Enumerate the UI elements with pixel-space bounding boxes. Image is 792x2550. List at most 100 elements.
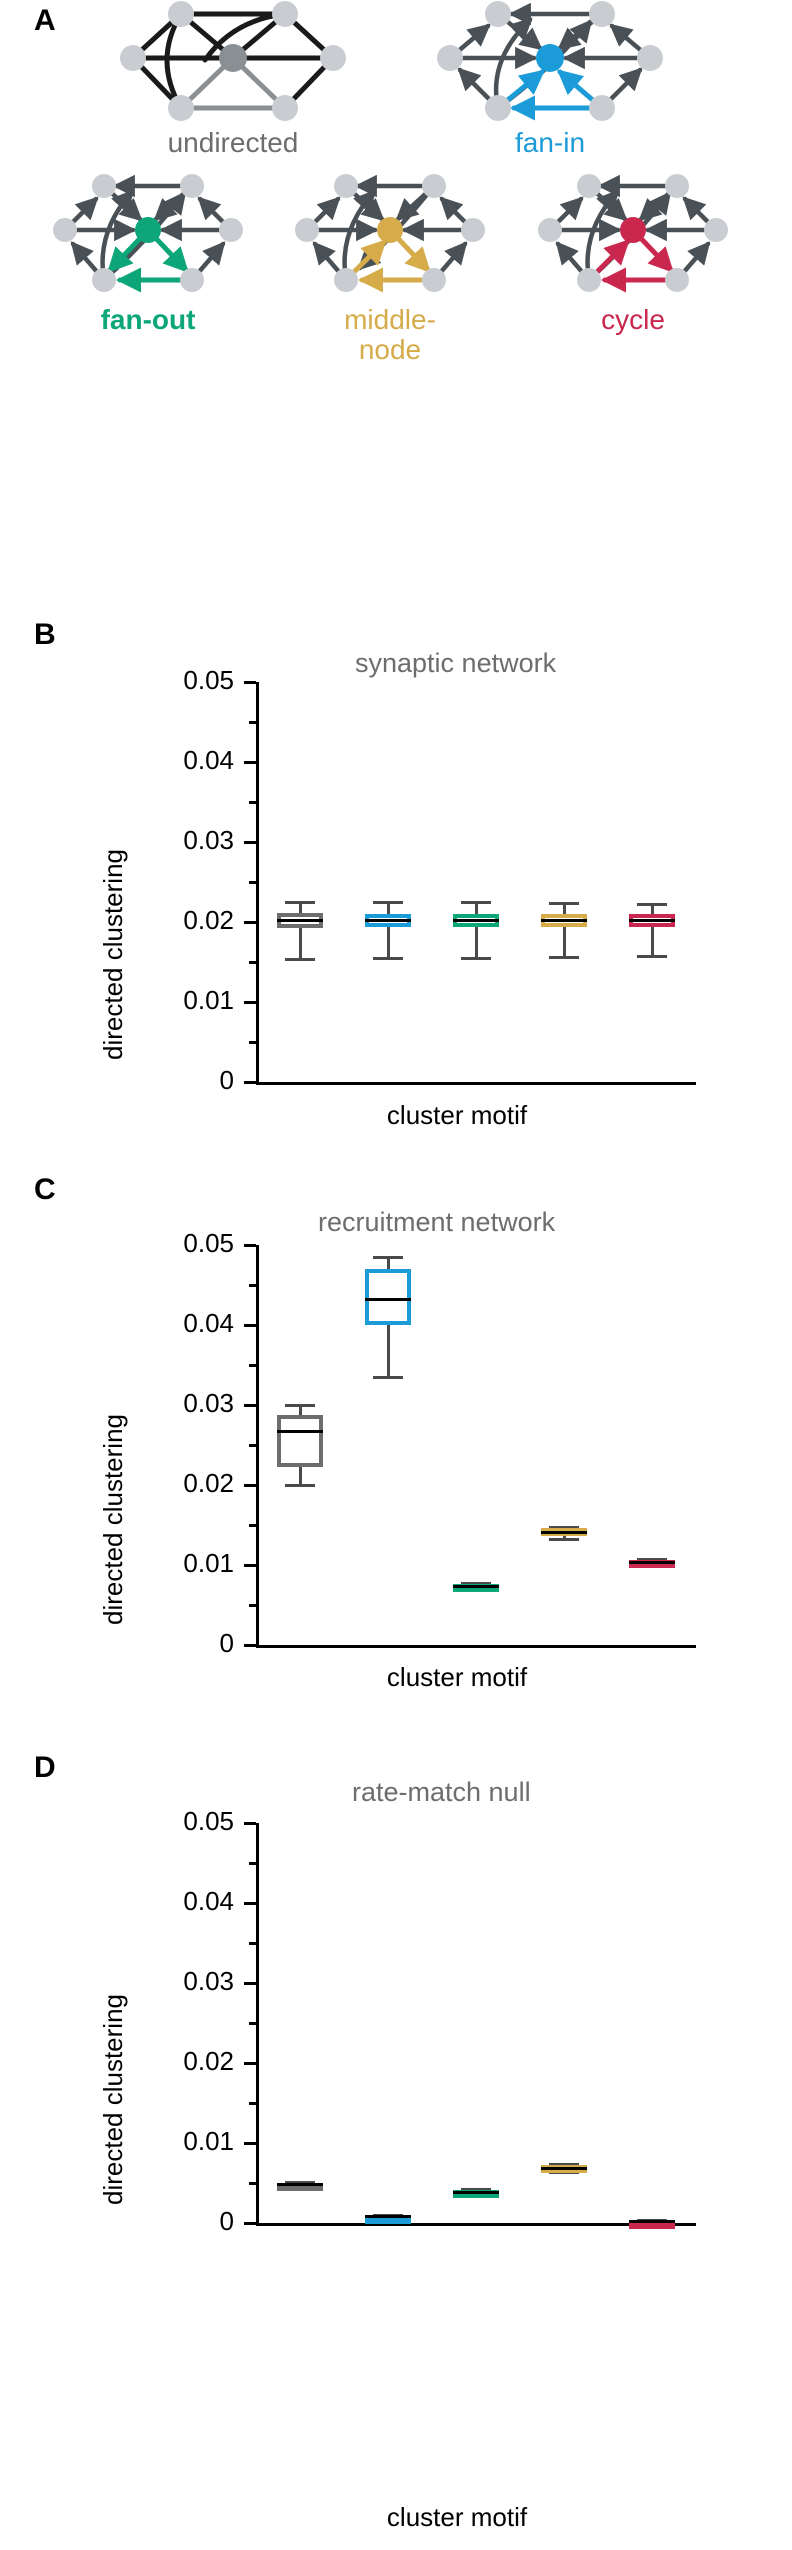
y-tick-major xyxy=(244,1081,256,1084)
whisker-upper xyxy=(298,902,302,914)
y-axis-line xyxy=(256,682,259,1082)
median-line xyxy=(365,2215,411,2219)
whisker-cap-lower xyxy=(285,958,315,962)
motif-label-middlenode: middle- node xyxy=(280,304,500,366)
median-line xyxy=(365,1297,411,1301)
y-tick-major xyxy=(244,1564,256,1567)
whisker-cap-upper xyxy=(285,1404,315,1408)
motif-graph-undirected xyxy=(113,0,353,125)
boxplot-fan-in xyxy=(256,1823,696,2224)
median-line xyxy=(453,1585,499,1589)
whisker-cap-lower xyxy=(637,954,667,958)
panel-c-xlabel: cluster motif xyxy=(386,1662,528,1692)
motif-label-middlenode-line2: node xyxy=(358,334,422,366)
panel-b-letter: B xyxy=(34,618,56,651)
boxplot-cycle xyxy=(256,1823,696,2229)
y-tick-label: 0.04 xyxy=(183,745,234,775)
y-tick-label: 0.04 xyxy=(183,1886,234,1916)
fanout-graph-svg xyxy=(53,174,243,293)
motif-graph-cycle xyxy=(533,172,733,297)
panel-d-letter: D xyxy=(34,1751,56,1784)
boxplot-fan-out xyxy=(256,682,696,1082)
panel-b-title: synaptic network xyxy=(355,648,557,678)
x-axis-line xyxy=(256,1645,696,1648)
median-line xyxy=(541,2167,587,2171)
y-tick-major xyxy=(244,2062,256,2065)
y-tick-minor xyxy=(249,721,256,724)
motif-label-fanin: fan-in xyxy=(430,127,670,158)
motif-graph-fanout xyxy=(48,172,248,297)
motif-label-cycle: cycle xyxy=(523,304,743,335)
whisker-cap-upper xyxy=(373,2213,403,2217)
motif-graph-middlenode xyxy=(290,172,490,297)
whisker-cap-upper xyxy=(285,2180,315,2184)
panel-a: A xyxy=(0,0,792,600)
boxplot-fan-out xyxy=(256,1823,696,2223)
boxplot-fan-out xyxy=(256,1245,696,1645)
cycle-graph-svg xyxy=(538,174,728,293)
y-tick-label: 0.05 xyxy=(183,665,234,695)
middlenode-graph-svg xyxy=(295,174,485,293)
motif-label-fanout-text: fan-out xyxy=(100,304,196,335)
y-tick-major xyxy=(244,1404,256,1407)
y-tick-major xyxy=(244,2222,256,2225)
y-axis-line xyxy=(256,1823,259,2223)
y-tick-major xyxy=(244,761,256,764)
median-line xyxy=(277,918,323,922)
boxplot-cycle xyxy=(256,1245,696,1645)
y-tick-minor xyxy=(249,2022,256,2025)
motif-label-fanout: fan-out xyxy=(38,304,258,335)
y-tick-label: 0.05 xyxy=(183,1228,234,1258)
whisker-cap-lower xyxy=(549,955,579,959)
whisker-lower xyxy=(386,1325,390,1377)
whisker-cap-lower xyxy=(461,957,491,961)
whisker-lower xyxy=(386,926,390,959)
median-line xyxy=(541,918,587,922)
whisker-cap-upper xyxy=(373,901,403,905)
y-tick-minor xyxy=(249,1364,256,1367)
motif-label-undirected-text: undirected xyxy=(167,127,299,158)
y-tick-label: 0.02 xyxy=(183,2046,234,2076)
whisker-cap-upper xyxy=(549,2163,579,2167)
panel-b: B synaptic network directed clustering c… xyxy=(0,620,792,1140)
y-tick-minor xyxy=(249,881,256,884)
whisker-lower xyxy=(562,926,566,958)
panel-c: C recruitment network directed clusterin… xyxy=(0,1175,792,1695)
motif-label-middlenode-line1: middle- xyxy=(344,304,436,335)
boxplot-undirected xyxy=(256,682,696,1082)
y-tick-label: 0 xyxy=(219,2206,234,2236)
boxplot-cycle xyxy=(256,682,696,1082)
median-line xyxy=(277,1429,323,1433)
y-tick-label: 0.05 xyxy=(183,1806,234,1836)
whisker-upper xyxy=(650,904,654,914)
boxplot-fan-in xyxy=(256,1245,696,1645)
motif-label-cycle-text: cycle xyxy=(601,304,665,335)
y-tick-label: 0 xyxy=(219,1065,234,1095)
y-tick-minor xyxy=(249,961,256,964)
y-tick-label: 0.01 xyxy=(183,1548,234,1578)
whisker-lower xyxy=(562,1535,566,1540)
median-line xyxy=(629,918,675,922)
whisker-upper xyxy=(386,902,390,914)
whisker-upper xyxy=(298,1405,302,1416)
panel-c-ylabel: directed clustering xyxy=(98,1414,128,1625)
panel-c-letter: C xyxy=(34,1173,56,1206)
panel-c-title: recruitment network xyxy=(318,1207,556,1237)
median-line xyxy=(541,1530,587,1534)
fanout-nodes xyxy=(53,174,243,292)
y-tick-major xyxy=(244,1324,256,1327)
undirected-nodes xyxy=(120,1,346,121)
median-line xyxy=(453,2191,499,2195)
box-iqr xyxy=(277,1415,323,1467)
y-tick-label: 0.01 xyxy=(183,985,234,1015)
boxplot-middle-node xyxy=(256,1245,696,1645)
y-tick-label: 0.03 xyxy=(183,1966,234,1996)
whisker-cap-lower xyxy=(285,1483,315,1487)
motif-label-undirected: undirected xyxy=(113,127,353,158)
boxplot-fan-in xyxy=(256,682,696,1082)
y-tick-major xyxy=(244,1244,256,1247)
whisker-upper xyxy=(474,902,478,914)
y-tick-minor xyxy=(249,1524,256,1527)
